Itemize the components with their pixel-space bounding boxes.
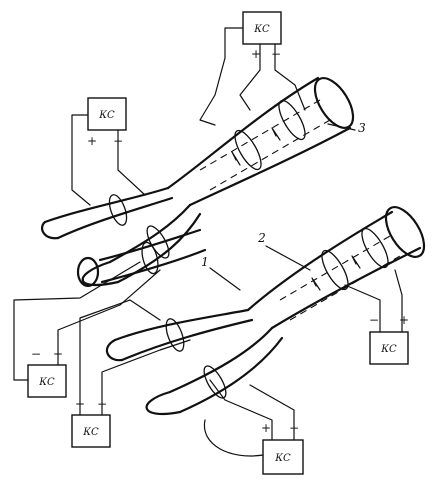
lower-current-line-1 [279,235,391,301]
upper-station-left: КС + − [71,97,146,206]
upper-trunk-top-wall [166,76,320,190]
lower-coil-3 [165,318,185,352]
lower-coil-1 [321,249,349,291]
station-box-right [369,331,409,365]
lead-bottom-loop [203,419,264,457]
upper-trunk-end [313,77,355,129]
upper-branch2-end [81,260,120,287]
left-pipe-top [98,228,202,262]
lower-current-line-2 [289,255,401,321]
lower-station-middle: КС + − [71,299,191,448]
lead-middle-plus [79,299,161,416]
station-top-plus: + [251,47,261,61]
station-box-bottom [262,439,304,475]
station-bottomleft-minus: − [31,347,41,361]
left-pipe-bottom [100,248,207,284]
upper-branch1-top [43,186,170,224]
lead-middle-minus [101,339,191,416]
station-bottom-plus: + [261,421,271,435]
station-box-left [87,97,127,131]
upper-arrow-1 [231,151,241,166]
lower-pipeline [76,206,426,416]
station-box-bottomleft [27,364,67,398]
upper-branch2-top [108,203,192,264]
lower-branch1-top [113,308,250,342]
upper-trunk-bottom-wall [188,126,352,207]
lead-bottom-minus [249,384,295,441]
lower-branch2-bottom [178,336,284,414]
station-top-minus: − [271,47,281,61]
station-box-middle-label: КС [82,427,99,438]
lead-bottomleft-plus [57,269,161,366]
upper-coil-3 [108,194,128,226]
lower-arrow-1 [311,277,321,291]
lead-left-minus [117,129,146,196]
lead-right-plus [394,269,403,333]
callout-2-leader [265,245,311,271]
lead-left-plus [71,114,91,206]
callout-1: 1 [201,255,209,269]
upper-current-line-2 [209,119,331,191]
callout-1-leader [209,267,241,291]
lead-top-minus [274,43,306,111]
lower-coil-4 [203,365,227,399]
callout-2: 2 [257,231,266,245]
lead-bottom-plus [209,379,273,441]
station-box-middle [71,414,111,448]
upper-station-top: КС + − [199,11,306,126]
upper-coil-2 [278,99,306,141]
upper-branch1-bottom [56,196,174,240]
left-pipe-coil [141,241,159,275]
upper-branch1-end [41,220,60,240]
lead-bottomleft-minus [13,261,141,381]
lead-right-minus [344,284,381,333]
callout-3: 3 [358,121,366,135]
station-box-right-label: КС [380,344,397,355]
lower-trunk-end [384,206,426,258]
station-box-top-label: КС [253,24,270,35]
lower-coil-2 [361,227,389,269]
station-right-minus: − [369,313,379,327]
station-box-bottomleft-label: КС [38,377,55,388]
upper-branch2-bottom [116,212,202,284]
upper-coil-1 [234,129,262,171]
lower-trunk-top-wall [246,210,394,312]
lower-branch2-top [168,326,274,394]
lower-trunk-bottom-wall [270,246,422,330]
left-pipe-end [76,256,100,288]
lower-branch2-end [145,390,182,416]
lead-top-mid [239,43,261,111]
station-box-bottom-label: КС [274,453,291,464]
lower-station-bottom: КС + − [203,379,304,475]
station-left-plus: + [87,134,97,148]
lower-arrow-2 [351,255,361,269]
lower-branch1-bottom [120,318,254,362]
lower-branch1-end [105,338,124,362]
upper-arrow-2 [271,127,281,141]
lower-station-bottomleft: КС − + [13,261,161,398]
callout-3-leader [327,123,356,131]
lower-station-right: КС − + [344,269,409,365]
station-right-plus: + [399,313,409,327]
station-box-left-label: КС [98,110,115,121]
lead-top-plus [199,27,244,126]
